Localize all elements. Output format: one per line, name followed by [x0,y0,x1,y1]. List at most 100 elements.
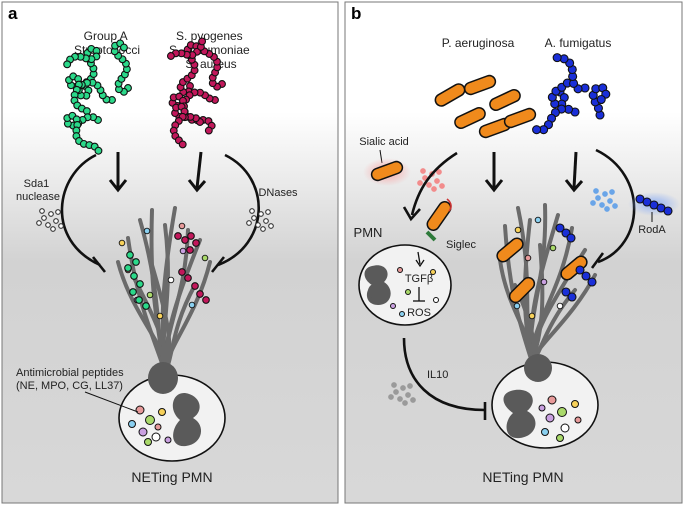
pyogenes-cell [166,52,175,60]
down-arrow-pseudomonas [484,152,504,193]
s-pyogenes-chain [166,37,226,149]
nuclease-molecule [58,223,64,229]
dnase-inhibition-arc [217,153,260,267]
siglec-signal-arrow [417,251,421,265]
dnase-molecule [268,223,274,229]
granule [430,269,436,275]
net-particle [549,244,557,252]
roda-molecule [593,188,599,194]
granule [145,415,155,425]
net-strand [530,243,545,364]
pyogenes-cell [178,140,187,149]
trapped-streptococcus [142,302,150,310]
roda-dots [590,188,618,212]
streptococcus-cell [94,146,103,155]
granule [135,405,145,415]
dnase-molecule [260,226,266,232]
granule [541,428,549,436]
granule [151,432,161,442]
trapped-pyogenes [196,290,204,298]
granule [557,407,567,417]
a-fumigatus-label: A. fumigatus [545,36,612,50]
roda-molecule [609,189,615,195]
granule [433,297,439,303]
nuclease-molecule [41,215,47,221]
granule [545,413,555,423]
sialic-molecule [426,182,432,188]
nuclease-molecule [45,222,51,228]
down-arrow-aspergillus [564,151,584,193]
trapped-pseudomonas [508,276,536,304]
sialic-molecule [436,169,442,175]
nuclease-molecule [48,211,54,217]
il10-molecule [407,383,413,389]
dnase-molecule [251,215,257,221]
net-particle [534,216,542,224]
trapped-streptococcus [130,272,138,280]
sda1-inhibition-arc [60,153,101,267]
aspergillus-conidium [552,53,562,63]
trapped-pyogenes [178,268,186,276]
dnase-molecule [265,209,271,215]
il10-molecule [400,385,406,391]
antimicrobial-granules [128,405,172,446]
il10-molecule [410,397,416,403]
p-aeruginosa-rods [434,74,537,139]
dnase-molecule [249,208,255,214]
granule [538,404,546,412]
trapped-pyogenes [202,296,210,304]
trapped-pyogenes [187,232,195,240]
sialic-acid-label: Sialic acid [359,136,409,148]
trapped-pyogenes [184,274,192,282]
sialic-molecule [439,183,445,189]
net-bound-particles [118,222,210,320]
il10-molecule [402,400,408,406]
sda1-inhibition-bar [91,256,107,273]
arrow-to-pmn [410,151,458,216]
roda-molecule [599,202,605,208]
trapped-conidium [587,277,597,287]
roda-molecule [590,200,596,206]
aspergillus-conidium [596,94,606,105]
granules-b [538,395,582,442]
il10-molecule [388,394,394,400]
trapped-pyogenes [174,232,182,240]
down-arrow-left [108,152,128,193]
pseudomonas-rod [434,83,466,107]
trapped-streptococcus [126,251,134,259]
net-particle [143,227,151,235]
trapped-conidium [561,287,571,297]
il10-dots [388,382,416,406]
nuclease-molecule [55,209,61,215]
il10-molecule [397,396,403,402]
granule [390,303,396,309]
panel-b-letter: b [351,4,361,23]
peptides-label: Antimicrobial peptides (NE, MPO, CG, LL3… [16,367,127,392]
aspergillus-conidium [532,125,542,135]
ros-label: ROS [407,307,431,319]
il10-molecule [391,382,397,388]
panel-a-letter: a [8,4,18,23]
net-particle [118,239,126,247]
pyogenes-cell [198,37,207,46]
net-particle [178,222,186,230]
net-particle [146,291,154,299]
a-fumigatus-spores [532,53,611,135]
sialylated-bacterium [370,160,404,182]
net-particle [167,276,175,284]
streptococcus-cell [120,43,128,52]
roda-label: RodA [638,224,666,236]
trapped-streptococcus [124,264,132,272]
roda-inhibition-bar [590,252,605,269]
net-strands-b [498,203,597,364]
net-particle [513,302,521,310]
p-aeruginosa-label: P. aeruginosa [442,36,515,50]
trapped-conidium [575,265,585,275]
nucleus-extrusion [148,362,178,394]
pmn-label: PMN [354,225,383,240]
granule [405,289,411,295]
dnase-molecule [246,220,252,226]
granule [154,423,162,431]
pmn-cell-nucleus-lobe [368,283,386,299]
